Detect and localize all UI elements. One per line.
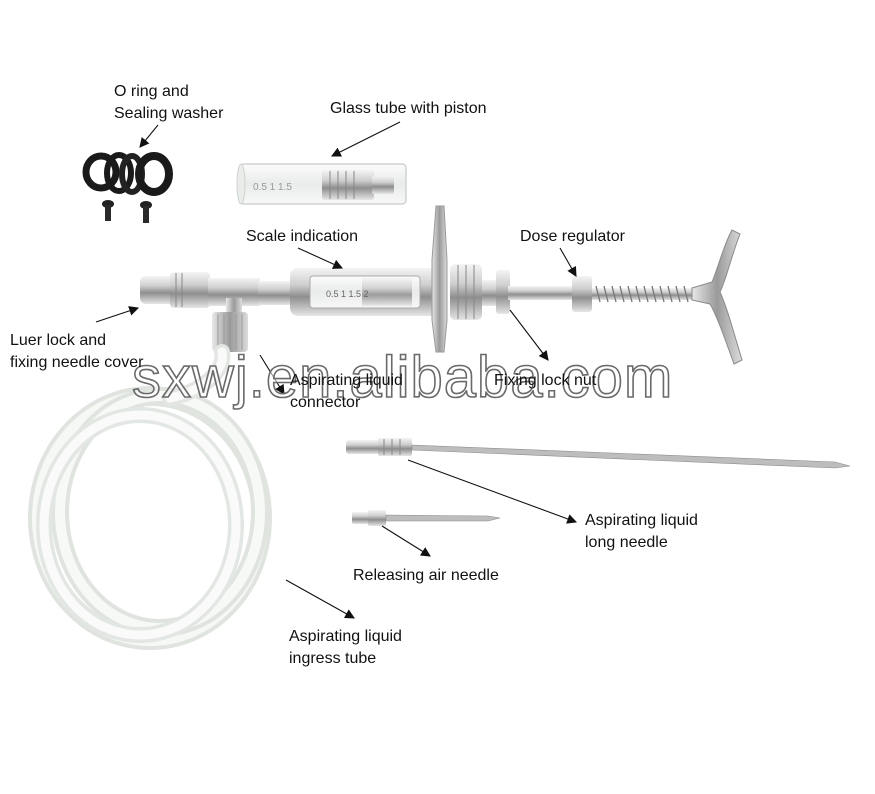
spring: [592, 285, 696, 303]
label-long-needle-line1: Aspirating liquid: [585, 512, 698, 529]
long-needle: [346, 438, 851, 469]
label-luer-lock-line2: fixing needle cover: [10, 354, 144, 371]
label-o-ring-line2: Sealing washer: [114, 105, 224, 122]
label-aspirating-connector-line1: Aspirating liquid: [290, 372, 403, 389]
syringe-body: 0.5 1 1.5 2: [140, 205, 743, 365]
label-ingress-tube-line1: Aspirating liquid: [289, 628, 402, 645]
label-long-needle: Aspirating liquid long needle: [585, 510, 698, 554]
label-aspirating-connector: Aspirating liquid connector: [290, 370, 403, 414]
label-aspirating-connector-line2: connector: [290, 394, 361, 411]
label-dose-regulator: Dose regulator: [520, 228, 625, 245]
glass-tube: 0.5 1 1.5: [236, 163, 407, 205]
piston: [322, 170, 394, 200]
label-o-ring-line1: O ring and: [114, 83, 189, 100]
o-ring-set: [82, 152, 173, 223]
connector-knob: [212, 312, 248, 352]
label-glass-tube: Glass tube with piston: [330, 100, 487, 117]
label-luer-lock: Luer lock and fixing needle cover: [10, 330, 143, 374]
screw-right: [140, 201, 152, 223]
label-fixing-nut: Fixing lock nut: [494, 372, 597, 389]
label-air-needle: Releasing air needle: [353, 567, 499, 584]
glass-tube-scale: 0.5 1 1.5: [253, 182, 292, 193]
label-ingress-tube-line2: ingress tube: [289, 650, 377, 667]
label-ingress-tube: Aspirating liquid ingress tube: [289, 626, 402, 670]
leader-arrows: [95, 121, 578, 619]
label-long-needle-line2: long needle: [585, 534, 668, 551]
label-scale-indication: Scale indication: [246, 228, 359, 245]
barrel-scale: 0.5 1 1.5 2: [326, 289, 369, 299]
label-luer-lock-line1: Luer lock and: [10, 332, 107, 349]
screw-left: [102, 200, 114, 221]
watermark: sxwj.en.alibaba.com: [131, 344, 674, 411]
ingress-tube: [28, 344, 272, 650]
air-needle: [352, 510, 501, 526]
label-o-ring: O ring and Sealing washer: [114, 81, 223, 125]
